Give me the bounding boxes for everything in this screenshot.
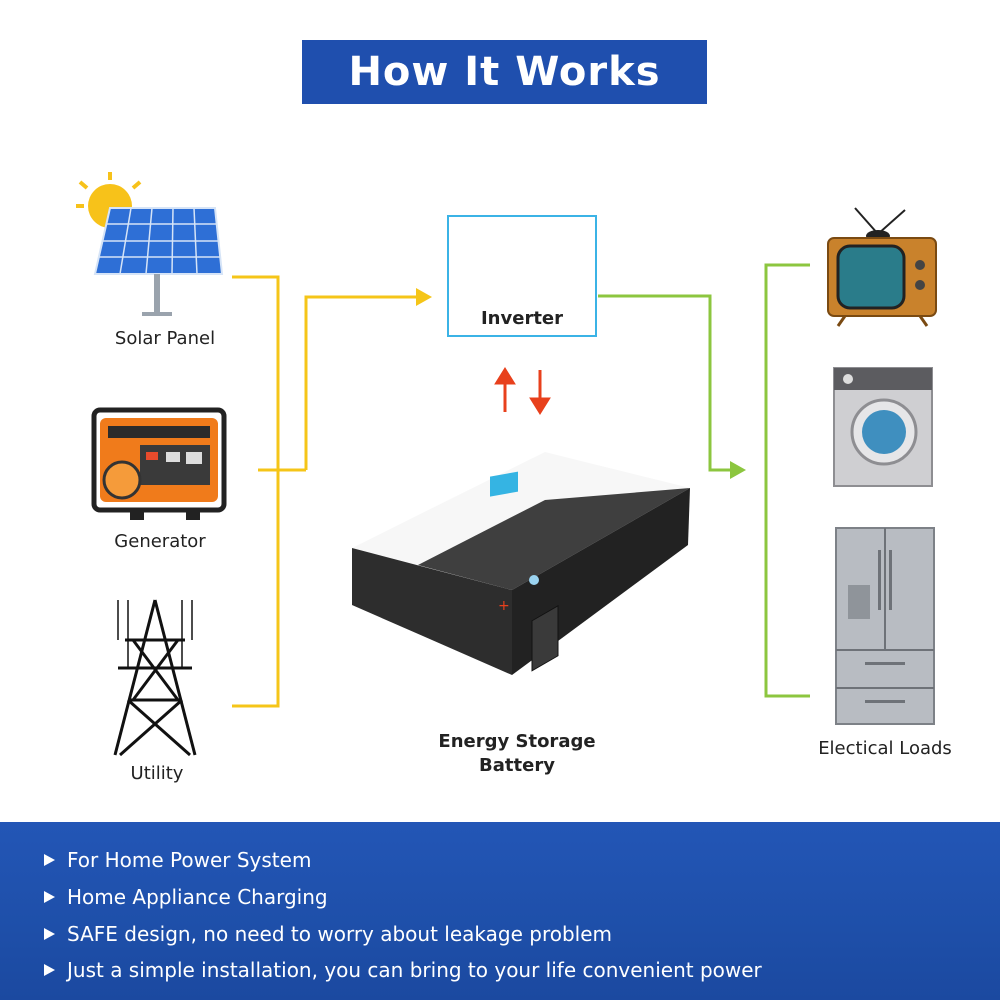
- utility-label: Utility: [130, 763, 184, 784]
- load-lines: [598, 263, 810, 698]
- feature-text: SAFE design, no need to worry about leak…: [67, 922, 613, 946]
- play-bullet-icon: [44, 928, 55, 940]
- title-banner: How It Works: [302, 40, 707, 104]
- source-lines: [232, 275, 418, 708]
- generator-icon: [91, 407, 227, 520]
- washing-machine-icon: [833, 367, 933, 487]
- bidirectional-arrow-icon: [494, 367, 551, 415]
- page-title: How It Works: [348, 49, 661, 95]
- feature-text: For Home Power System: [67, 848, 312, 872]
- refrigerator-icon: [835, 527, 935, 725]
- play-bullet-icon: [44, 891, 55, 903]
- feature-item: For Home Power System: [44, 848, 311, 872]
- inverter-label: Inverter: [480, 308, 564, 329]
- battery-label-line1: Energy Storage: [438, 731, 596, 752]
- svg-text:+: +: [498, 598, 510, 614]
- inverter-box: [447, 215, 597, 337]
- solar-panel-icon: [76, 172, 224, 316]
- battery-icon: +: [352, 452, 690, 675]
- generator-label: Generator: [114, 531, 206, 552]
- electrical-loads-label: Electical Loads: [818, 738, 952, 759]
- utility-tower-icon: [113, 599, 197, 757]
- tv-icon: [827, 207, 937, 327]
- battery-label-line2: Battery: [479, 755, 555, 776]
- arrow-to-loads: [730, 461, 746, 479]
- feature-text: Just a simple installation, you can brin…: [67, 958, 762, 982]
- features-panel: For Home Power System Home Appliance Cha…: [0, 822, 1000, 1000]
- diagram-canvas: +: [76, 172, 937, 757]
- play-bullet-icon: [44, 964, 55, 976]
- solar-panel-label: Solar Panel: [114, 328, 216, 349]
- feature-item: SAFE design, no need to worry about leak…: [44, 922, 612, 946]
- feature-item: Just a simple installation, you can brin…: [44, 958, 762, 982]
- feature-text: Home Appliance Charging: [67, 885, 328, 909]
- play-bullet-icon: [44, 854, 55, 866]
- arrow-to-inverter: [416, 288, 432, 306]
- feature-item: Home Appliance Charging: [44, 885, 328, 909]
